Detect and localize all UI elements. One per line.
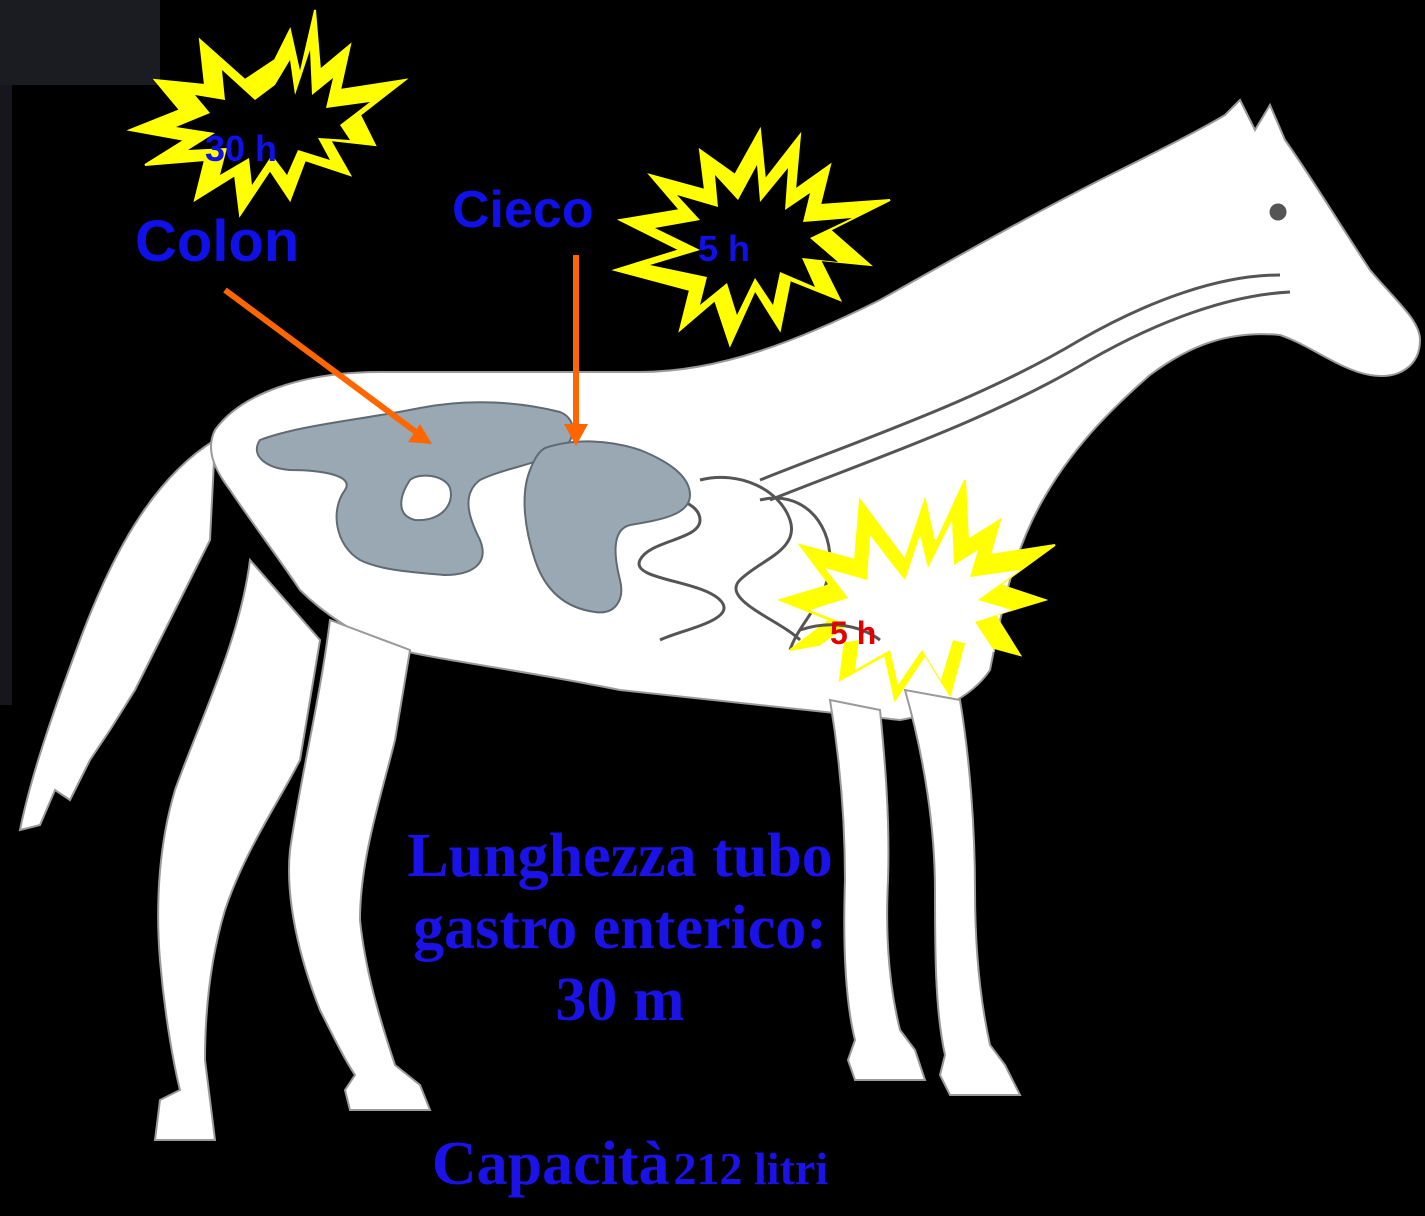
digestive-tract-info: Lunghezza tubo gastro enterico: 30 m [330,820,910,1036]
capacity-word: Capacità [432,1130,670,1198]
capacity-text: Capacità 212 litri [330,1128,930,1216]
info-line-3: 30 m [330,964,910,1036]
cieco-label: Cieco [452,180,594,240]
info-line-2: gastro enterico: [330,892,910,964]
cieco-transit-time: 5 h [698,228,750,270]
stomach-transit-time: 5 h [830,615,876,652]
colon-label: Colon [135,208,299,275]
capacity-value: 212 litri [674,1143,829,1194]
info-line-1: Lunghezza tubo [330,820,910,892]
background-photo-strip [0,0,160,85]
colon-transit-time: 30 h [205,128,277,170]
